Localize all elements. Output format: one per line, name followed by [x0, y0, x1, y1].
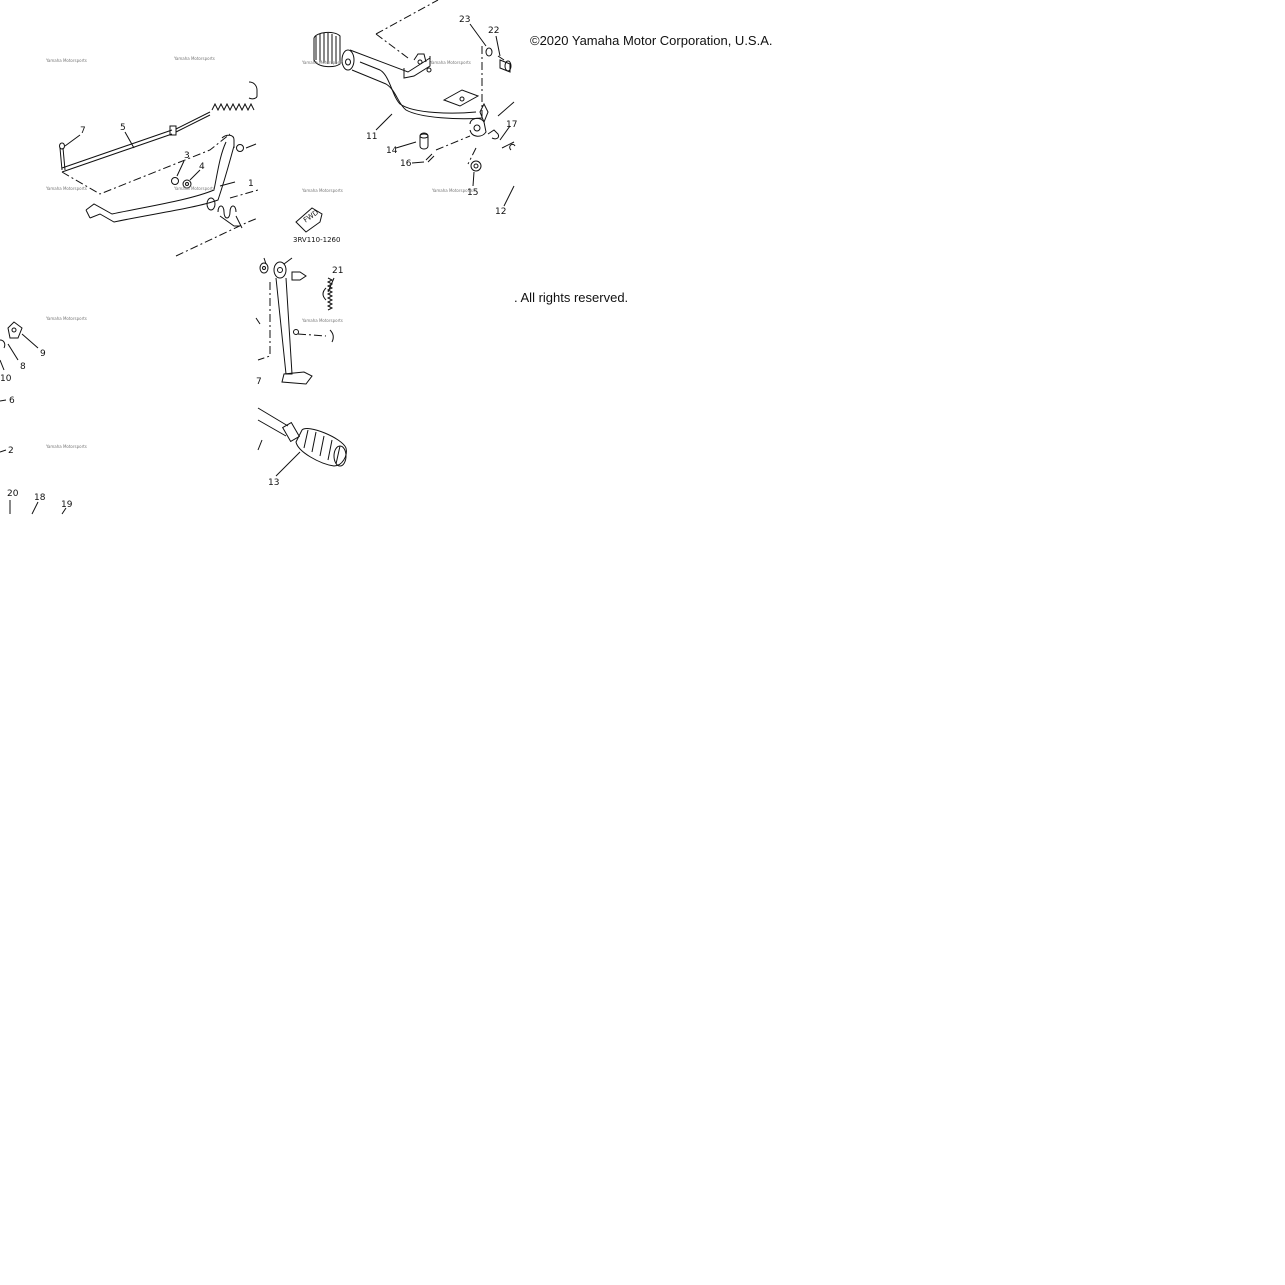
washer-23 [485, 47, 493, 57]
watermarks: Yamaha Motorsports Yamaha Motorsports Ya… [45, 56, 473, 449]
callout-11: 11 [366, 132, 377, 142]
rights-notice: . All rights reserved. [514, 290, 629, 305]
side-stand-spring-21 [322, 277, 335, 343]
callout-1: 1 [248, 179, 254, 189]
svg-text:Yamaha Motorsports: Yamaha Motorsports [45, 444, 87, 449]
left-partial-parts [0, 321, 67, 515]
svg-text:Yamaha Motorsports: Yamaha Motorsports [301, 188, 343, 193]
callout-3: 3 [184, 151, 190, 161]
callout-7a: 7 [80, 126, 86, 136]
svg-text:Yamaha Motorsports: Yamaha Motorsports [301, 318, 343, 323]
callout-12: 12 [495, 207, 506, 217]
callout-7b: 7 [256, 377, 262, 387]
side-stand [259, 257, 313, 385]
svg-text:Yamaha Motorsports: Yamaha Motorsports [45, 58, 87, 63]
callout-4: 4 [199, 162, 205, 172]
washer-15 [470, 160, 482, 172]
callout-22: 22 [488, 26, 499, 36]
callout-20: 20 [7, 489, 19, 499]
callout-14: 14 [386, 146, 398, 156]
svg-text:Yamaha Motorsports: Yamaha Motorsports [301, 60, 343, 65]
svg-text:Yamaha Motorsports: Yamaha Motorsports [45, 316, 87, 321]
callout-23: 23 [459, 15, 470, 25]
svg-text:Yamaha Motorsports: Yamaha Motorsports [429, 60, 471, 65]
bolt-22 [497, 55, 512, 73]
callout-16: 16 [400, 159, 412, 169]
callout-15: 15 [467, 188, 478, 198]
callout-13: 13 [268, 478, 279, 488]
callout-10: 10 [0, 374, 12, 384]
brake-pedal-spring [217, 205, 243, 229]
footrest-rubber-13 [257, 407, 347, 477]
svg-text:Yamaha Motorsports: Yamaha Motorsports [173, 186, 215, 191]
callout-19: 19 [61, 500, 73, 510]
callout-9: 9 [40, 349, 46, 359]
diagram-code: 3RV110-1260 [293, 236, 340, 244]
callout-17: 17 [506, 120, 517, 130]
svg-text:Yamaha Motorsports: Yamaha Motorsports [45, 186, 87, 191]
cotter-pin-7 [59, 142, 66, 171]
footrest-bracket [349, 49, 516, 151]
footrest-rubber-left [313, 31, 355, 71]
svg-text:Yamaha Motorsports: Yamaha Motorsports [431, 188, 473, 193]
fwd-arrow-icon [295, 207, 323, 233]
callout-2: 2 [8, 446, 14, 456]
callout-5: 5 [120, 123, 126, 133]
svg-text:Yamaha Motorsports: Yamaha Motorsports [173, 56, 215, 61]
washer-3-4 [171, 143, 257, 189]
brake-pedal [85, 134, 235, 223]
callout-6: 6 [9, 396, 15, 406]
callout-numbers: 1 2 3 4 5 6 7 7 8 9 10 11 12 13 14 15 16… [0, 15, 517, 510]
brake-rod [61, 111, 211, 173]
callout-18: 18 [34, 493, 46, 503]
callout-8: 8 [20, 362, 26, 372]
cotter-16 [425, 153, 435, 163]
copyright-notice: ©2020 Yamaha Motor Corporation, U.S.A. [530, 33, 773, 48]
pin-14 [419, 132, 429, 150]
callout-21: 21 [332, 266, 343, 276]
brake-rod-spring [211, 81, 258, 112]
